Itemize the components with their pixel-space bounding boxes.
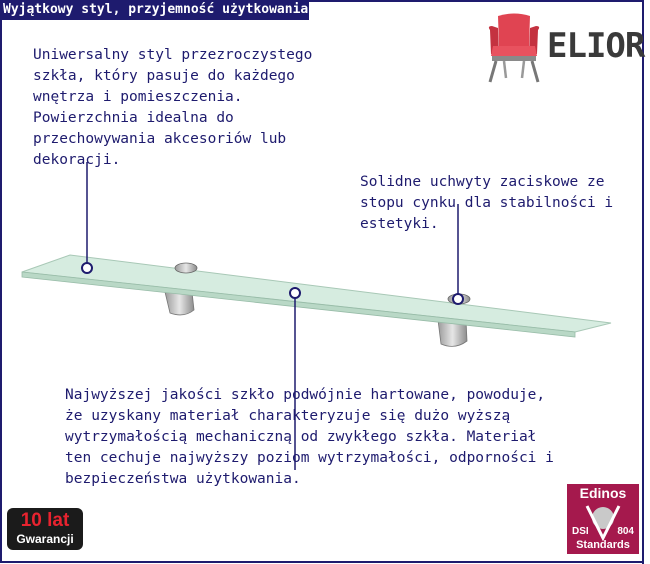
caption-line: Najwyższej jakości szkło podwójnie harto… bbox=[65, 387, 546, 403]
caption-line: szkła, który pasuje do każdego bbox=[33, 68, 295, 84]
caption-line: ten cechuje najwyższy poziom wytrzymałoś… bbox=[65, 450, 554, 466]
caption-line: Solidne uchwyty zaciskowe ze bbox=[360, 174, 605, 190]
shelf-glass-top bbox=[21, 254, 612, 333]
caption-line: Uniwersalny styl przezroczystego bbox=[33, 47, 313, 63]
standard-name: Standards bbox=[576, 539, 630, 551]
armchair-icon bbox=[488, 13, 540, 83]
pointer-dot-clamps bbox=[452, 293, 464, 305]
bracket-left bbox=[164, 291, 195, 316]
frame-top-line bbox=[306, 0, 644, 2]
warranty-label: Gwarancji bbox=[16, 532, 74, 546]
pointer-dot-quality bbox=[289, 287, 301, 299]
clamp-screw-left bbox=[174, 262, 198, 274]
bracket-right bbox=[437, 319, 468, 347]
caption-line: bezpieczeństwa użytkowania. bbox=[65, 471, 301, 487]
frame-left-line bbox=[0, 20, 2, 561]
caption-quality: Najwyższej jakości szkło podwójnie harto… bbox=[65, 385, 554, 490]
frame-bottom-line bbox=[0, 561, 644, 563]
standard-number: 804 bbox=[617, 526, 634, 537]
caption-line: przechowywania akcesoriów lub bbox=[33, 131, 287, 147]
caption-clamps: Solidne uchwyty zaciskowe ze stopu cynku… bbox=[360, 172, 613, 235]
warranty-badge: 10 lat Gwarancji bbox=[7, 508, 83, 550]
caption-glass: Uniwersalny styl przezroczystego szkła, … bbox=[33, 45, 312, 171]
top-banner: Wyjątkowy styl, przyjemność użytkowania! bbox=[0, 0, 309, 20]
pointer-dot-glass bbox=[81, 262, 93, 274]
warranty-years: 10 lat bbox=[20, 510, 70, 531]
shelf-glass-edge bbox=[21, 271, 576, 338]
caption-line: estetyki. bbox=[360, 216, 439, 232]
elior-logo: ELIOR bbox=[484, 12, 645, 84]
caption-line: dekoracji. bbox=[33, 152, 121, 168]
edinos-brand: Edinos bbox=[579, 485, 627, 501]
standard-prefix: DSI bbox=[572, 526, 589, 537]
caption-line: Powierzchnia idealna do bbox=[33, 110, 234, 126]
caption-line: wytrzymałością mechaniczną od zwykłego s… bbox=[65, 429, 537, 445]
caption-line: że uzyskany materiał charakteryzuje się … bbox=[65, 408, 511, 424]
edinos-certification-badge: Edinos DSI 804 Standards bbox=[567, 484, 639, 554]
logo-brand-text: ELIOR bbox=[547, 26, 645, 66]
check-circle-icon bbox=[585, 505, 621, 542]
frame-right-line bbox=[642, 0, 644, 564]
caption-line: stopu cynku dla stabilności i bbox=[360, 195, 614, 211]
caption-line: wnętrza i pomieszczenia. bbox=[33, 89, 243, 105]
